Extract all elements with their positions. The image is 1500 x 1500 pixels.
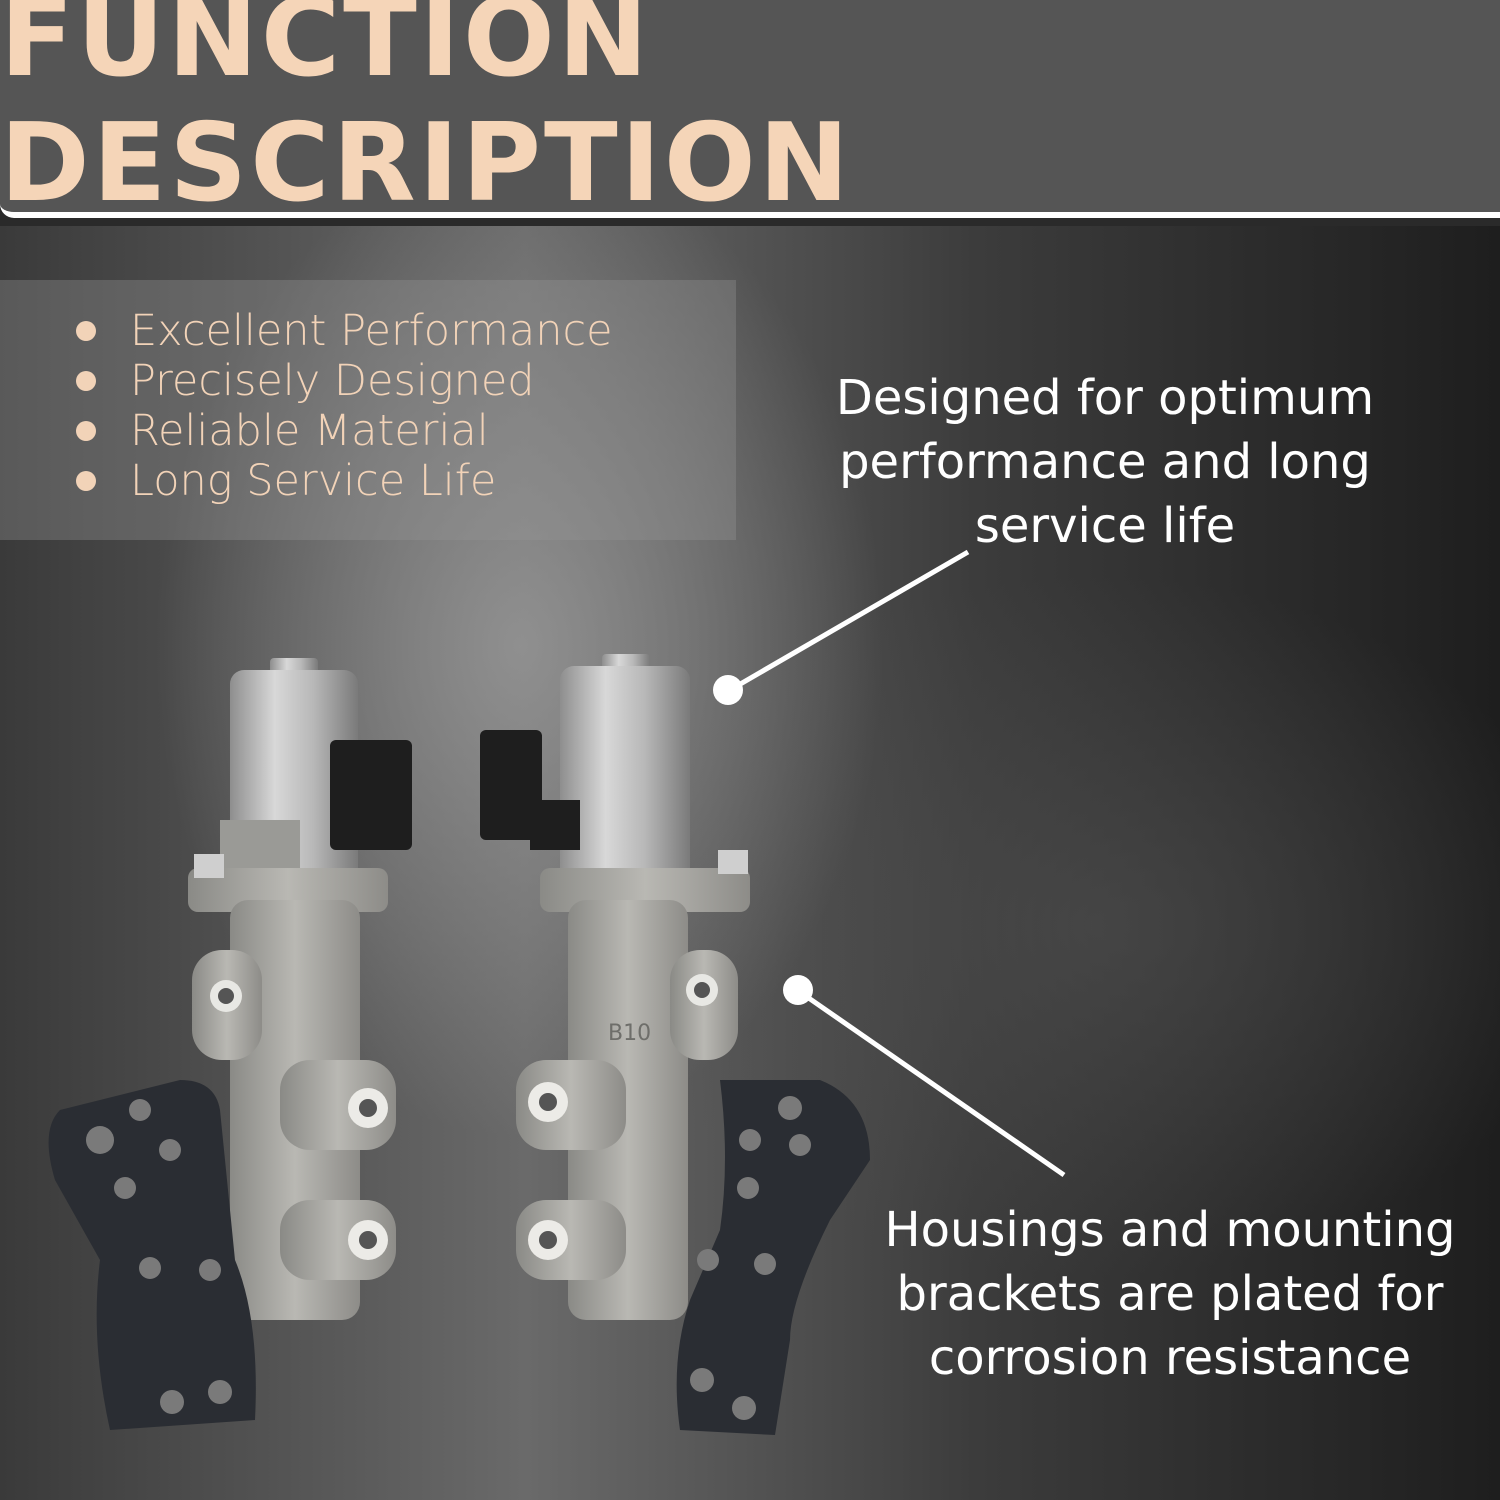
bullet-icon <box>76 421 96 441</box>
feature-label: Excellent Performance <box>130 306 613 356</box>
callout-corrosion: Housings and mounting brackets are plate… <box>850 1198 1490 1390</box>
gasket-left <box>48 1080 256 1430</box>
feature-item: Reliable Material <box>76 406 736 456</box>
callout-line: performance and long <box>839 434 1371 490</box>
gasket-right <box>676 1080 870 1435</box>
callout-line: Designed for optimum <box>835 370 1375 426</box>
callout-line: service life <box>974 498 1236 554</box>
product-image: B10 <box>48 654 870 1435</box>
feature-item: Excellent Performance <box>76 306 736 356</box>
part-mark: B10 <box>608 1021 651 1046</box>
solenoid-right: B10 <box>480 654 750 1320</box>
bullet-icon <box>76 321 96 341</box>
feature-list: Excellent Performance Precisely Designed… <box>0 280 736 506</box>
feature-list-panel: Excellent Performance Precisely Designed… <box>0 280 736 540</box>
feature-label: Long Service Life <box>130 456 497 506</box>
bullet-icon <box>76 371 96 391</box>
callout-line: brackets are plated for <box>896 1266 1444 1322</box>
feature-item: Precisely Designed <box>76 356 736 406</box>
bullet-icon <box>76 471 96 491</box>
feature-label: Precisely Designed <box>130 356 535 406</box>
feature-label: Reliable Material <box>130 406 489 456</box>
feature-item: Long Service Life <box>76 456 736 506</box>
page-title: FUNCTION DESCRIPTION <box>0 0 853 226</box>
callout-line: Housings and mounting <box>884 1202 1456 1258</box>
callout-line: corrosion resistance <box>928 1330 1412 1386</box>
callout-performance: Designed for optimum performance and lon… <box>800 366 1410 558</box>
header-banner: FUNCTION DESCRIPTION <box>0 0 1500 226</box>
solenoid-left <box>188 658 412 1320</box>
